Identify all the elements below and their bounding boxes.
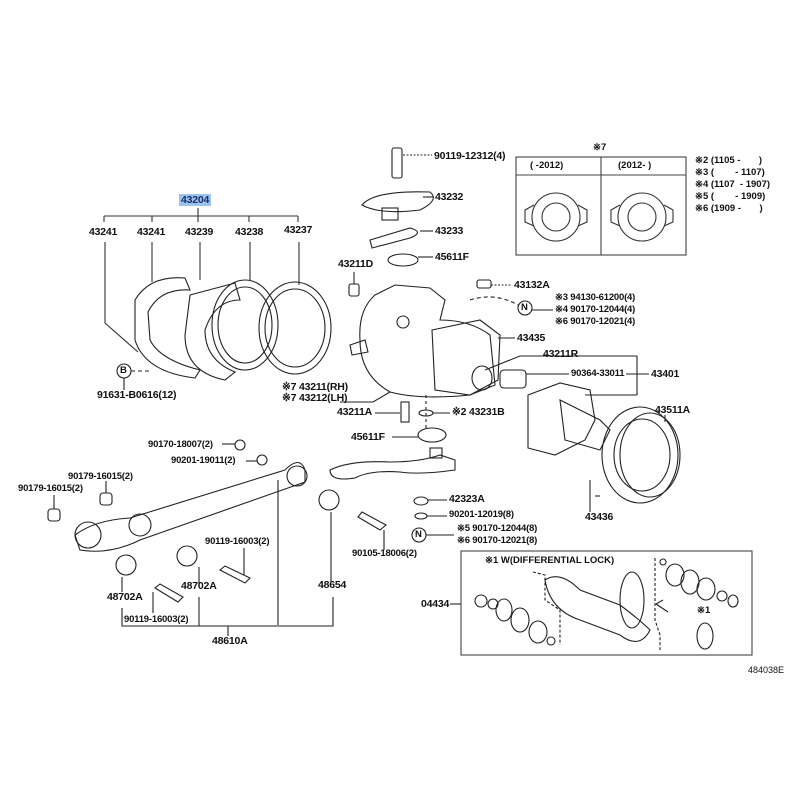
n-marker: N <box>415 529 422 540</box>
part-label[interactable]: 43238 <box>235 226 264 238</box>
part-label[interactable]: 42323A <box>449 493 485 505</box>
part-label[interactable]: 43211D <box>338 258 374 270</box>
part-label[interactable]: 90201-12019(8) <box>449 509 514 520</box>
part-label[interactable]: 45611F <box>351 431 385 443</box>
part-label[interactable]: 48702A <box>107 591 143 603</box>
part-label[interactable]: 90201-19011(2) <box>171 455 236 466</box>
note-2: ※2 (1105 - ) <box>695 155 763 166</box>
assembly-bracket <box>103 208 300 353</box>
b-marker: B <box>120 365 127 376</box>
housing-box <box>450 550 753 656</box>
note-3: ※3 ( - 1107) <box>695 167 765 178</box>
part-label[interactable]: 90179-16015(2) <box>68 471 133 482</box>
housing-note: ※1 <box>697 605 711 616</box>
part-label[interactable]: 90179-16015(2) <box>18 483 83 494</box>
part-label[interactable]: 43239 <box>185 226 214 238</box>
steering-knuckle <box>329 284 649 480</box>
knuckle-top-parts <box>348 147 553 316</box>
part-label[interactable]: 45611F <box>435 251 469 263</box>
lower-arm <box>47 439 454 636</box>
n-marker-circle <box>517 300 533 316</box>
part-label[interactable]: 90119-12312(4) <box>434 150 506 162</box>
part-label[interactable]: 90364-33011 <box>571 368 625 379</box>
part-label[interactable]: ※4 90170-12044(4) <box>555 304 636 315</box>
part-label[interactable]: 91631-B0616(12) <box>97 389 177 401</box>
note-5: ※5 ( - 1909) <box>695 191 766 202</box>
part-label[interactable]: 04434 <box>421 598 450 610</box>
part-label[interactable]: 48654 <box>318 579 347 591</box>
part-label[interactable]: ※2 43231B <box>452 406 505 418</box>
part-label[interactable]: ※7 43212(LH) <box>282 392 348 404</box>
part-label[interactable]: 43241 <box>137 226 166 238</box>
part-label[interactable]: 43241 <box>89 226 118 238</box>
inset-col1: ( -2012) <box>530 160 564 171</box>
n-marker: N <box>521 302 528 313</box>
part-label[interactable]: 43237 <box>284 224 313 236</box>
spindle-assembly <box>527 382 681 512</box>
part-label[interactable]: 43436 <box>585 511 614 523</box>
part-label[interactable]: ※5 90170-12044(8) <box>457 523 538 534</box>
part-label[interactable]: 43511A <box>655 404 691 416</box>
part-label[interactable]: 43132A <box>514 279 550 291</box>
part-label[interactable]: ※7 43211(RH) <box>282 381 348 393</box>
inset-title: ※7 <box>593 142 607 153</box>
part-label[interactable]: 43401 <box>651 368 680 380</box>
inset-box <box>515 156 687 256</box>
part-label[interactable]: ※6 90170-12021(4) <box>555 316 636 327</box>
part-label[interactable]: 43233 <box>435 225 464 237</box>
part-label[interactable]: 43211R <box>543 348 579 360</box>
part-label[interactable]: 48610A <box>212 635 248 647</box>
inset-col2: (2012- ) <box>618 160 652 171</box>
part-label[interactable]: 90105-18006(2) <box>352 548 417 559</box>
seal-plates <box>116 277 332 390</box>
part-label[interactable]: 90119-16003(2) <box>124 614 189 625</box>
part-label[interactable]: 43232 <box>435 191 464 203</box>
housing-caption: ※1 W(DIFFERENTIAL LOCK) <box>485 555 615 566</box>
part-label[interactable]: ※6 90170-12021(8) <box>457 535 538 546</box>
part-label[interactable]: ※3 94130-61200(4) <box>555 292 636 303</box>
diagram-code: 484038E <box>748 665 785 675</box>
assembly-43204-label[interactable]: 43204 <box>179 194 212 206</box>
part-label[interactable]: 43435 <box>517 332 546 344</box>
part-label[interactable]: 48702A <box>181 580 217 592</box>
part-label[interactable]: 43211A <box>337 406 373 418</box>
note-4: ※4 (1107 - 1907) <box>695 179 771 190</box>
part-label[interactable]: 90170-18007(2) <box>148 439 213 450</box>
note-6: ※6 (1909 - ) <box>695 203 763 214</box>
part-label[interactable]: 90119-16003(2) <box>205 536 270 547</box>
